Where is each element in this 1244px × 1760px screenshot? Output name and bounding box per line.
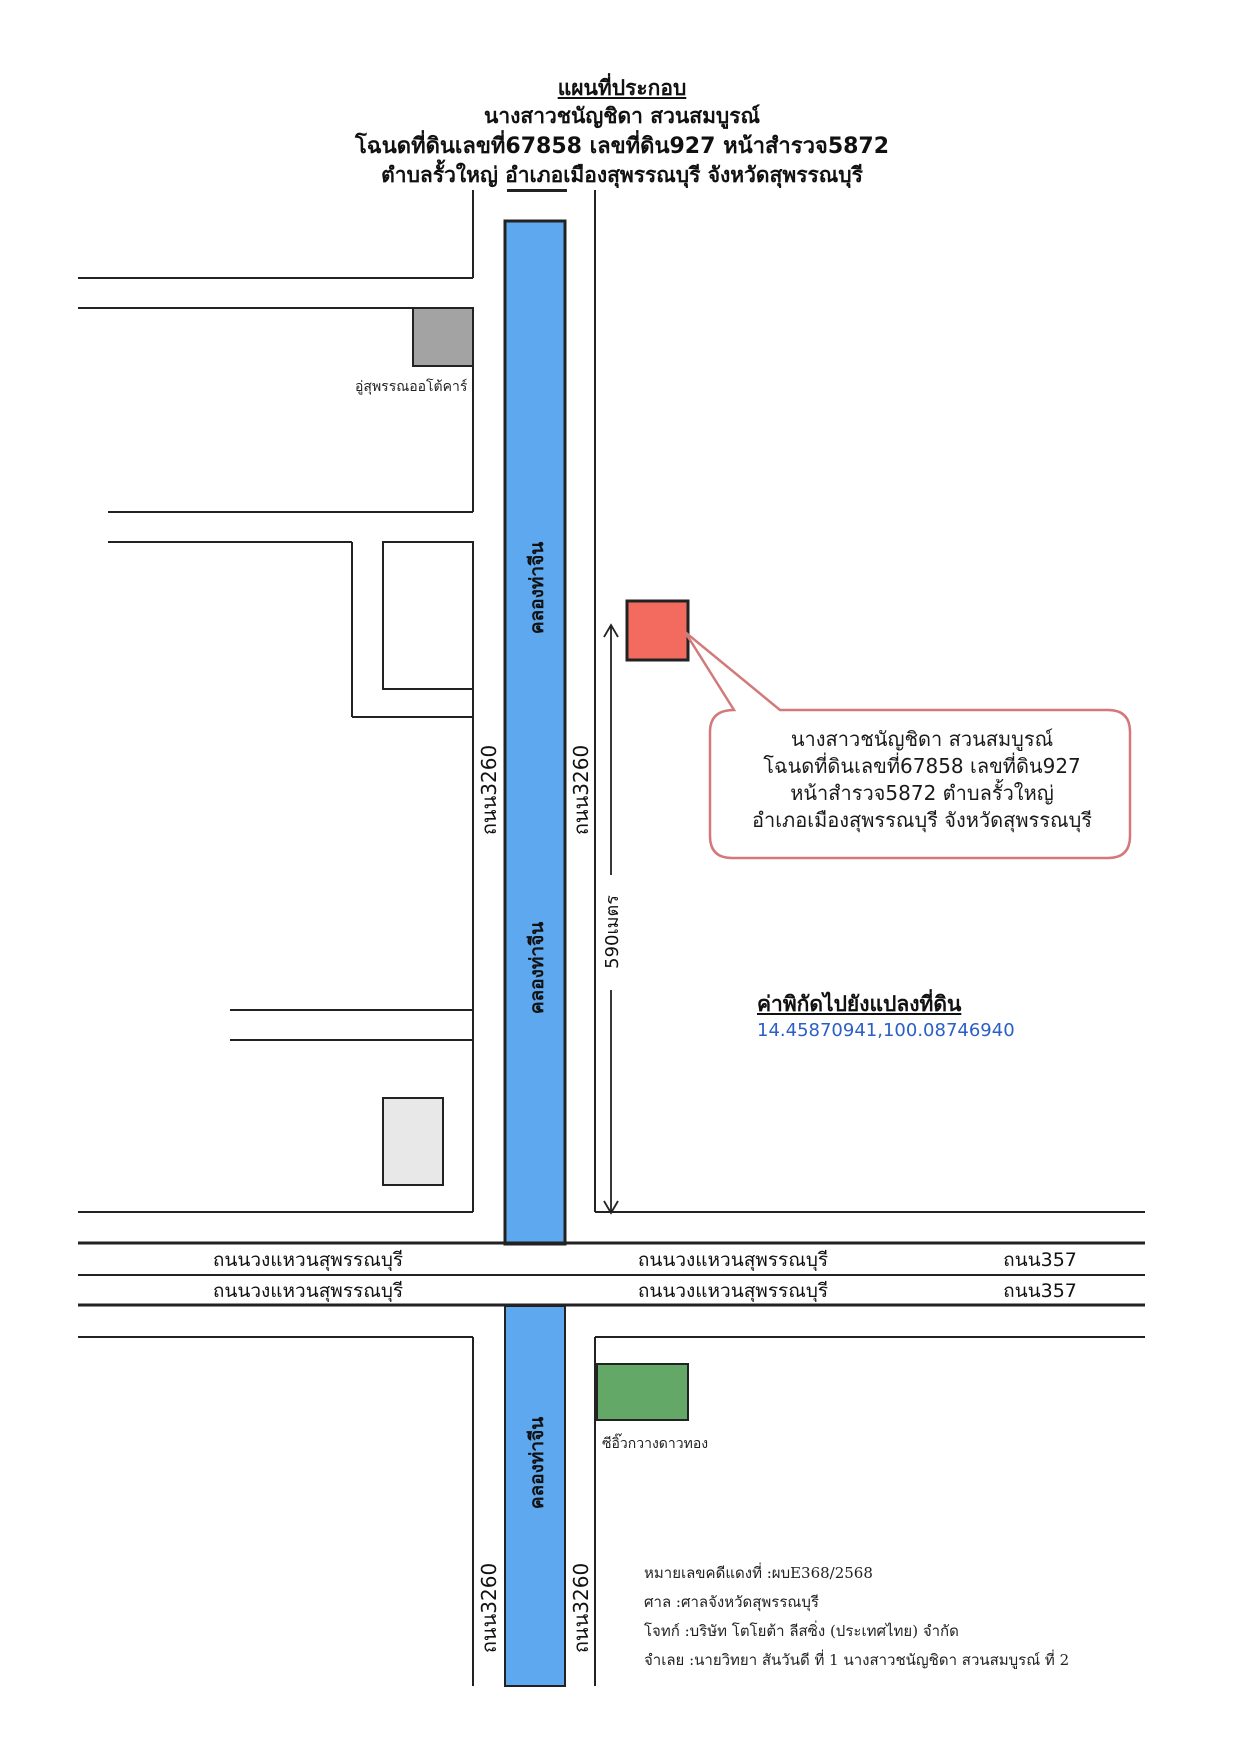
map-title: แผนที่ประกอบ: [557, 76, 687, 100]
coordinates-value: 14.45870941,100.08746940: [757, 1020, 1015, 1041]
owner-name: นางสาวชนัญชิดา สวนสมบูรณ์: [483, 104, 760, 128]
ring-road-label-2b: ถนนวงแหวนสุพรรณบุรี: [638, 1280, 828, 1303]
auto-car-building: [412, 307, 474, 367]
auto-car-label: อู่สุพรรณออโต้คาร์: [355, 379, 468, 395]
pavilion-label: ซีอิ๊วกวางดาวทอง: [602, 1436, 709, 1452]
lower-building: [382, 1097, 444, 1186]
target-plot: [625, 599, 690, 662]
empty-lot: [382, 541, 474, 690]
case-defendant: จำเลย :นายวิทยา สันวันดี ที่ 1 นางสาวชนั…: [644, 1651, 1070, 1669]
canal-lower: [504, 1305, 566, 1687]
header-underline-accent: [507, 189, 567, 192]
ring-road-label-1b: ถนนวงแหวนสุพรรณบุรี: [638, 1249, 828, 1272]
canal-label-2: คลองท่าจีน: [526, 922, 548, 1014]
road-357-label-1: ถนน357: [1003, 1249, 1077, 1271]
road-3260-label-west-bottom: ถนน3260: [477, 1563, 501, 1653]
distance-label: 590เมตร: [602, 895, 623, 969]
canal-label-3: คลองท่าจีน: [526, 1417, 548, 1509]
callout-line-3: หน้าสำรวจ5872 ตำบลรั้วใหญ่: [790, 781, 1054, 805]
road-3260-label-east-bottom: ถนน3260: [569, 1563, 593, 1653]
ring-road-label-1a: ถนนวงแหวนสุพรรณบุรี: [213, 1249, 403, 1272]
road-3260-label-east: ถนน3260: [569, 745, 593, 835]
deed-info: โฉนดที่ดินเลขที่67858 เลขที่ดิน927 หน้าส…: [354, 134, 890, 159]
coordinates-title: ค่าพิกัดไปยังแปลงที่ดิน: [757, 992, 962, 1016]
road-3260-label-west: ถนน3260: [477, 745, 501, 835]
callout-line-4: อำเภอเมืองสุพรรณบุรี จังหวัดสุพรรณบุรี: [751, 808, 1093, 832]
distance-arrow: [603, 623, 619, 1215]
case-number: หมายเลขคดีแดงที่ :ผบE368/2568: [644, 1564, 873, 1582]
case-plaintiff: โจทก์ :บริษัท โตโยต้า ลีสซิ่ง (ประเทศไทย…: [644, 1622, 959, 1640]
ring-road-label-2a: ถนนวงแหวนสุพรรณบุรี: [213, 1280, 403, 1303]
canal-label-1: คลองท่าจีน: [526, 542, 548, 634]
location-info: ตำบลรั้วใหญ่ อำเภอเมืองสุพรรณบุรี จังหวั…: [381, 163, 863, 187]
callout-line-2: โฉนดที่ดินเลขที่67858 เลขที่ดิน927: [763, 754, 1081, 778]
callout-text: นางสาวชนัญชิดา สวนสมบูรณ์ โฉนดที่ดินเลขท…: [712, 726, 1132, 834]
pavilion-building: [596, 1363, 689, 1421]
canal-upper: [503, 219, 567, 1246]
callout-line-1: นางสาวชนัญชิดา สวนสมบูรณ์: [790, 727, 1054, 751]
callout-bubble: [683, 631, 1132, 860]
road-357-label-2: ถนน357: [1003, 1280, 1077, 1302]
case-court: ศาล :ศาลจังหวัดสุพรรณบุรี: [644, 1593, 819, 1611]
